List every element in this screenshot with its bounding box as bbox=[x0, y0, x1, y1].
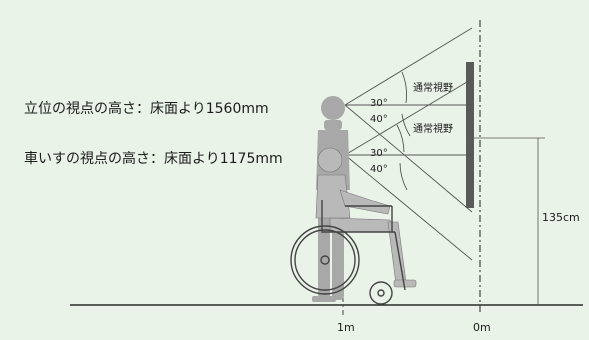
display-panel bbox=[466, 62, 474, 208]
wheelchair-person-figure bbox=[290, 147, 417, 305]
standing-upper-angle-label: 30° bbox=[370, 98, 388, 109]
standing-lower-angle-label: 40° bbox=[370, 114, 388, 125]
standing-eye-height-label: 立位の視点の高さ：床面より1560mm bbox=[24, 100, 269, 117]
wheelchair-lower-angle-label: 40° bbox=[370, 164, 388, 175]
wheelchair-upper-angle-label: 30° bbox=[370, 148, 388, 159]
distance-label-1m: 1m bbox=[337, 321, 355, 334]
wheelchair-normal-view-label: 通常視野 bbox=[413, 122, 453, 135]
display-height-label: 135cm bbox=[542, 211, 580, 224]
wheelchair-view-lines bbox=[344, 78, 473, 261]
distance-label-0m: 0m bbox=[473, 321, 491, 334]
wheelchair-eye-height-label: 車いすの視点の高さ：床面より1175mm bbox=[24, 150, 283, 167]
standing-view-lines bbox=[344, 27, 473, 213]
standing-normal-view-label: 通常視野 bbox=[413, 81, 453, 94]
